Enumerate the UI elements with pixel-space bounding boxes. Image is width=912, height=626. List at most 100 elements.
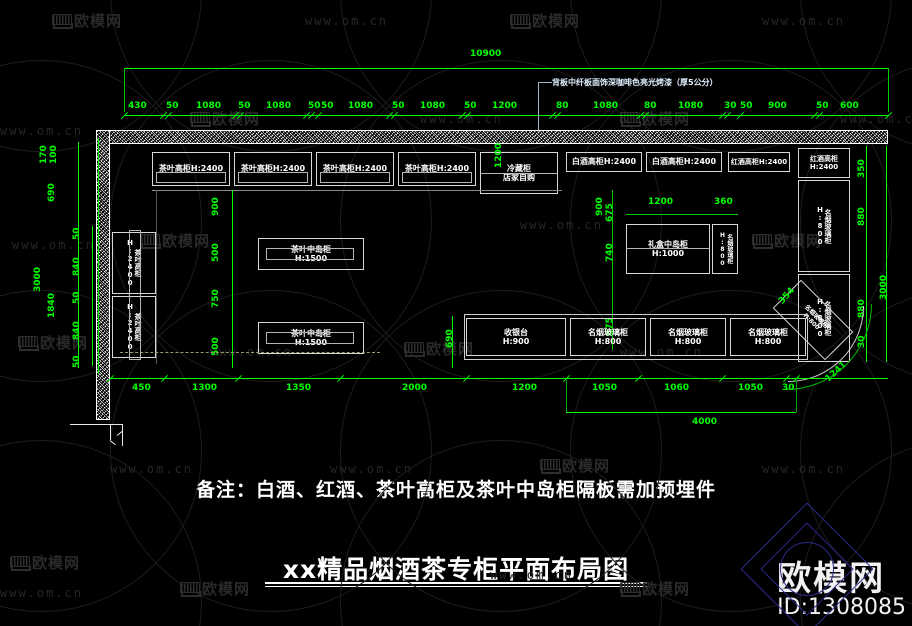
dim-bottom-1050a: 1050 xyxy=(592,383,618,393)
cabinet-label: 茶叶高柜H:2400 xyxy=(158,164,224,174)
cabinet-label-line1: 茶叶中岛柜 xyxy=(291,244,331,254)
dim-line-cashier-left xyxy=(452,316,453,368)
dim-left-inner-50b: 50 xyxy=(72,291,82,304)
dim-left-170: 170 xyxy=(39,145,49,164)
cabinet-tea-tall-3: 茶叶高柜H:2400 xyxy=(316,152,394,186)
cabinet-label-line2: H:2400 xyxy=(126,303,134,351)
cabinet-tea-tall-left-1: 茶叶高柜 H:2400 xyxy=(112,232,156,294)
cabinet-label: 红酒高柜H:2400 xyxy=(730,157,788,166)
dim-left-inner-840b: 840 xyxy=(72,321,82,340)
dim-line-top-chain xyxy=(124,115,888,116)
cabinet-label: 茶叶高柜H:2400 xyxy=(322,164,388,174)
brand-id: ID:1308085 xyxy=(777,594,906,620)
cabinet-tea-tall-1: 茶叶高柜H:2400 xyxy=(152,152,230,186)
dim-line-bottom-chain xyxy=(110,378,888,379)
cabinet-label-line1: 名烟玻璃柜 xyxy=(725,234,733,264)
cabinet-tea-tall-left-2: 茶叶高柜 H:2400 xyxy=(112,296,156,358)
dim-ext-line xyxy=(888,68,889,112)
centerline xyxy=(120,352,380,353)
cabinet-cigarette-glass-right-1: 名烟玻璃柜 H:800 xyxy=(798,180,850,272)
dim-mid-750: 750 xyxy=(211,289,221,308)
dim-top-600: 600 xyxy=(840,101,859,111)
cabinet-tea-tall-2: 茶叶高柜H:2400 xyxy=(234,152,312,186)
dim-top-50c: 50 xyxy=(308,101,321,111)
shelf-line xyxy=(626,248,710,249)
cabinet-cigarette-glass-2: 名烟玻璃柜 H:800 xyxy=(650,318,726,356)
cabinet-cigarette-glass-island: 名烟玻璃柜 H:800 xyxy=(712,224,738,274)
cabinet-gift-island: 礼盒中岛柜 H:1000 xyxy=(626,224,710,274)
dim-top-1080a: 1080 xyxy=(196,101,222,111)
dim-top-80b: 80 xyxy=(644,101,657,111)
floor-outline xyxy=(152,190,562,191)
cabinet-label-line1: 茶叶高柜 xyxy=(134,249,143,277)
cabinet-label-line1: 红酒高柜 xyxy=(810,154,838,163)
dim-bottom-450: 450 xyxy=(132,383,151,393)
dim-line-left-chain xyxy=(98,138,99,374)
shelf-line xyxy=(266,248,354,260)
dim-line-overall-bottom-right xyxy=(566,412,796,413)
cabinet-label-line1: 名烟玻璃柜 xyxy=(668,327,708,337)
dim-line-island-top xyxy=(626,214,738,215)
brand-watermark: 欧模网 ID:1308085 xyxy=(740,502,906,626)
dim-line-mid-vertical xyxy=(232,190,233,368)
dim-top-430: 430 xyxy=(128,101,147,111)
dim-mid-500a: 500 xyxy=(211,243,221,262)
dim-top-50a: 50 xyxy=(166,101,179,111)
dim-line-island-left xyxy=(612,190,613,350)
shelf-line xyxy=(156,172,226,183)
dim-left-inner-50c: 50 xyxy=(72,355,82,368)
dim-left-690: 690 xyxy=(47,183,57,202)
dim-island-675a: 675 xyxy=(605,203,615,222)
cabinet-label-line2: H:2400 xyxy=(809,163,839,171)
dim-mid-500b: 500 xyxy=(211,337,221,356)
cabinet-label-line2: H:2400 xyxy=(126,239,134,287)
dim-top-30: 30 xyxy=(724,101,737,111)
dim-overall-top: 10900 xyxy=(470,49,502,59)
dim-left-100: 100 xyxy=(49,145,59,164)
dim-line-overall-top xyxy=(124,68,888,69)
cabinet-label-line2: H:900 xyxy=(502,337,530,346)
cabinet-label: 茶叶高柜H:2400 xyxy=(404,164,470,174)
dim-left-1840: 1840 xyxy=(47,292,57,318)
floor-outline xyxy=(156,190,157,364)
cabinet-label-line1: 茶叶中岛柜 xyxy=(291,328,331,338)
dim-cashier-690: 690 xyxy=(445,329,455,348)
callout-backboard-finish: 背板中纤板面饰深咖啡色亮光烤漆（厚5公分） xyxy=(552,78,718,87)
circle-decor xyxy=(780,542,834,596)
cabinet-tea-island-2: 茶叶中岛柜 H:1500 xyxy=(258,322,364,354)
wall-break-line xyxy=(70,424,122,425)
cabinet-baijiu-tall-2: 白酒高柜H:2400 xyxy=(646,152,722,172)
cabinet-label-line1: 名烟玻璃柜 xyxy=(588,327,628,337)
dim-top-50e: 50 xyxy=(392,101,405,111)
dim-top-80a: 80 xyxy=(556,101,569,111)
dim-bottom-1060: 1060 xyxy=(664,383,690,393)
dim-top-50g: 50 xyxy=(740,101,753,111)
remark-text: 备注：白酒、红酒、茶叶高柜及茶叶中岛柜隔板需加预埋件 xyxy=(195,479,717,501)
dim-bottom-1050b: 1050 xyxy=(738,383,764,393)
cabinet-label-line1: 名烟玻璃柜 xyxy=(824,208,833,244)
dim-overall-4000: 4000 xyxy=(692,417,718,427)
dim-top-900: 900 xyxy=(768,101,787,111)
cabinet-label-line2: H:800 xyxy=(719,231,726,267)
shelf-line xyxy=(320,172,390,183)
dim-top-1080e: 1080 xyxy=(593,101,619,111)
cabinet-label-line1: 冷藏柜 xyxy=(507,163,531,173)
callout-leader xyxy=(538,82,539,130)
cabinet-label: 白酒高柜H:2400 xyxy=(571,157,637,167)
cabinet-cashier: 收银台 H:900 xyxy=(466,318,566,356)
callout-leader xyxy=(538,82,552,83)
dim-line-overall-left xyxy=(78,142,79,368)
dim-bottom-1300: 1300 xyxy=(192,383,218,393)
dim-island-360: 360 xyxy=(714,197,733,207)
dim-bottom-2000: 2000 xyxy=(402,383,428,393)
shelf-line xyxy=(238,172,308,183)
cabinet-label-line2: H:1000 xyxy=(651,249,685,258)
dim-island-740: 740 xyxy=(605,243,615,262)
dim-left-inner-840a: 840 xyxy=(72,257,82,276)
title-underline-2 xyxy=(265,586,647,587)
dim-line-right-chain xyxy=(866,146,867,362)
cabinet-label-line1: 茶叶高柜 xyxy=(134,313,143,341)
cabinet-label-line1: 名烟玻璃柜 xyxy=(748,327,788,337)
cabinet-label: 白酒高柜H:2400 xyxy=(651,157,717,167)
